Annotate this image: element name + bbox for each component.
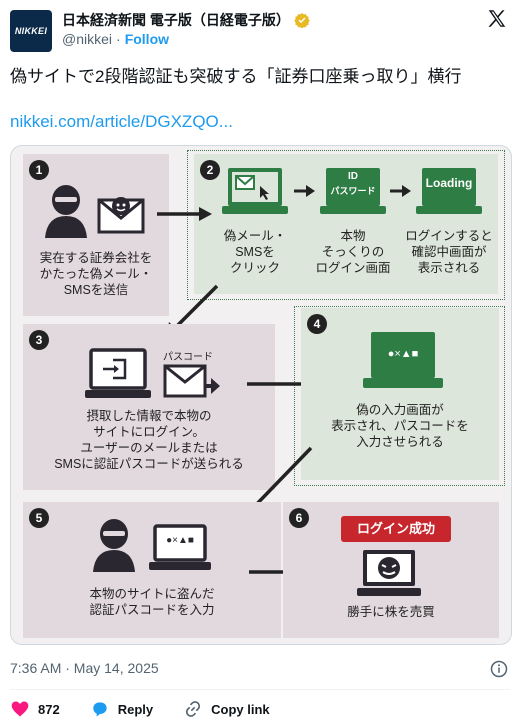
handle-row: @nikkei · Follow [62, 31, 169, 47]
caption-line: 偽メール・ [223, 229, 287, 243]
copy-link-label: Copy link [211, 701, 270, 717]
separator: · [116, 31, 121, 47]
step1-panel: 1 実在する証券会社を かたった偽メール・ SMSを送信 [23, 154, 169, 316]
caption-line: クリック [229, 261, 280, 275]
evil-laptop-icon [357, 550, 421, 596]
step2-caption-1: 偽メール・ SMSを クリック [208, 228, 302, 276]
caption-line: かたった偽メール・ [39, 267, 153, 281]
login-success-text: ログイン成功 [356, 521, 435, 536]
passcode-label: パスコード [163, 352, 213, 363]
step5-panel: 5 ●×▲■ 本物のサイトに盗んだ 認証パスコードを入力 [23, 502, 281, 638]
caption-line: サイトにログイン。 [93, 425, 205, 439]
infographic-image[interactable]: 1 実在する証券会社を かたった偽メール・ SMSを送信 2 [10, 145, 512, 645]
loading-label: Loading [425, 176, 473, 190]
tweet-timestamp[interactable]: 7:36 AM · May 14, 2025 [10, 660, 159, 676]
step4-caption: 偽の入力画面が 表示され、パスコードを 入力させられる [301, 402, 499, 450]
reply-button[interactable]: Reply [90, 699, 153, 719]
step-number: 2 [200, 160, 220, 180]
step5-caption: 本物のサイトに盗んだ 認証パスコードを入力 [27, 586, 277, 618]
arrow-right-icon [294, 185, 315, 197]
step-number: 6 [289, 508, 309, 528]
caption-line: ログイン画面 [315, 261, 391, 275]
passcode-envelope-icon [163, 364, 220, 398]
caption-line: 表示され、パスコードを [331, 419, 469, 433]
step2-panel: 2 ID パスワード Loading 偽メール・ SMSを クリック [194, 154, 498, 294]
step4-panel: 4 ●×▲■ 偽の入力画面が 表示され、パスコードを 入力させられる [301, 308, 499, 480]
display-name[interactable]: 日本経済新聞 電子版（日経電子版） [62, 12, 290, 28]
step-number: 4 [307, 314, 327, 334]
action-bar: 872 Reply Copy link [10, 699, 300, 719]
step2-caption-2: 本物 そっくりの ログイン画面 [304, 228, 402, 276]
caption-line: 偽の入力画面が [356, 403, 444, 417]
real-site-screen-text: ●×▲■ [166, 535, 194, 546]
step-number: 5 [29, 508, 49, 528]
envelope-icon [97, 197, 145, 234]
avatar[interactable]: NIKKEI [10, 10, 52, 52]
tweet-link[interactable]: nikkei.com/article/DGXZQO... [10, 112, 233, 131]
caption-line: 本物 [340, 229, 366, 243]
caption-line: 確認中画面が [411, 245, 487, 259]
step2-caption-3: ログインすると 確認中画面が 表示される [400, 228, 498, 276]
step1-caption: 実在する証券会社を かたった偽メール・ SMSを送信 [25, 250, 167, 298]
fake-mail-laptop-icon [222, 168, 288, 214]
caption-line: 表示される [417, 261, 481, 275]
caption-line: そっくりの [321, 245, 385, 259]
real-site-laptop-icon [149, 524, 211, 570]
verified-badge-icon [294, 13, 310, 28]
caption-line: 摂取した情報で本物の [86, 409, 212, 423]
copy-link-button[interactable]: Copy link [183, 699, 270, 719]
step-number: 3 [29, 330, 49, 350]
caption-line: 実在する証券会社を [39, 251, 153, 265]
caption-line: SMSに認証パスコードが送られる [54, 457, 244, 471]
caption-line: 入力させられる [356, 435, 444, 449]
caption-line: 勝手に株を売買 [347, 605, 435, 619]
reply-label: Reply [117, 701, 154, 717]
login-id-label: ID [348, 171, 358, 182]
step6-caption: 勝手に株を売買 [283, 604, 499, 620]
link-icon [186, 701, 201, 717]
tweet-header: NIKKEI 日本経済新聞 電子版（日経電子版） @nikkei · Follo… [10, 8, 510, 52]
caption-line: ログインすると [405, 229, 493, 243]
step3-panel: 3 パスコード 摂取した情報で本物の サイトにログイン。 ユーザーのメールまたは… [23, 324, 275, 490]
loading-laptop-icon [416, 168, 482, 214]
caption-line: ユーザーのメールまたは [80, 441, 218, 455]
hacker-icon [93, 519, 135, 572]
like-count: 872 [38, 701, 60, 717]
step-number: 1 [29, 160, 49, 180]
step3-caption: 摂取した情報で本物の サイトにログイン。 ユーザーのメールまたは SMSに認証パ… [27, 408, 271, 472]
like-button[interactable]: 872 [10, 699, 60, 719]
arrow-right-icon [390, 185, 411, 197]
reply-bubble-icon [93, 702, 107, 717]
hacker-icon [45, 185, 87, 238]
divider [10, 689, 510, 690]
caption-line: 認証パスコードを入力 [89, 603, 215, 617]
tweet-text: 偽サイトで2段階認証も突破する「証券口座乗っ取り」横行 [10, 67, 462, 86]
dotted-guide [187, 150, 505, 300]
fake-input-screen-text: ●×▲■ [387, 348, 419, 360]
login-password-label: パスワード [330, 186, 376, 196]
x-logo-icon[interactable] [486, 8, 508, 30]
name-row: 日本経済新聞 電子版（日経電子版） [62, 10, 310, 30]
fake-input-laptop-icon [363, 332, 443, 388]
avatar-logo-text: NIKKEI [14, 26, 48, 36]
step6-panel: 6 ログイン成功 勝手に株を売買 [283, 502, 499, 638]
arrow-right-icon [157, 207, 212, 221]
info-icon[interactable] [490, 660, 508, 678]
login-laptop-icon [85, 348, 151, 398]
heart-icon [11, 701, 29, 717]
login-laptop-icon [320, 168, 386, 214]
follow-button[interactable]: Follow [124, 31, 170, 47]
caption-line: SMSを送信 [63, 283, 129, 297]
handle[interactable]: @nikkei [62, 31, 113, 47]
dotted-guide [294, 306, 505, 486]
login-success-banner: ログイン成功 [341, 516, 451, 542]
caption-line: 本物のサイトに盗んだ [89, 587, 215, 601]
caption-line: SMSを [235, 245, 275, 259]
